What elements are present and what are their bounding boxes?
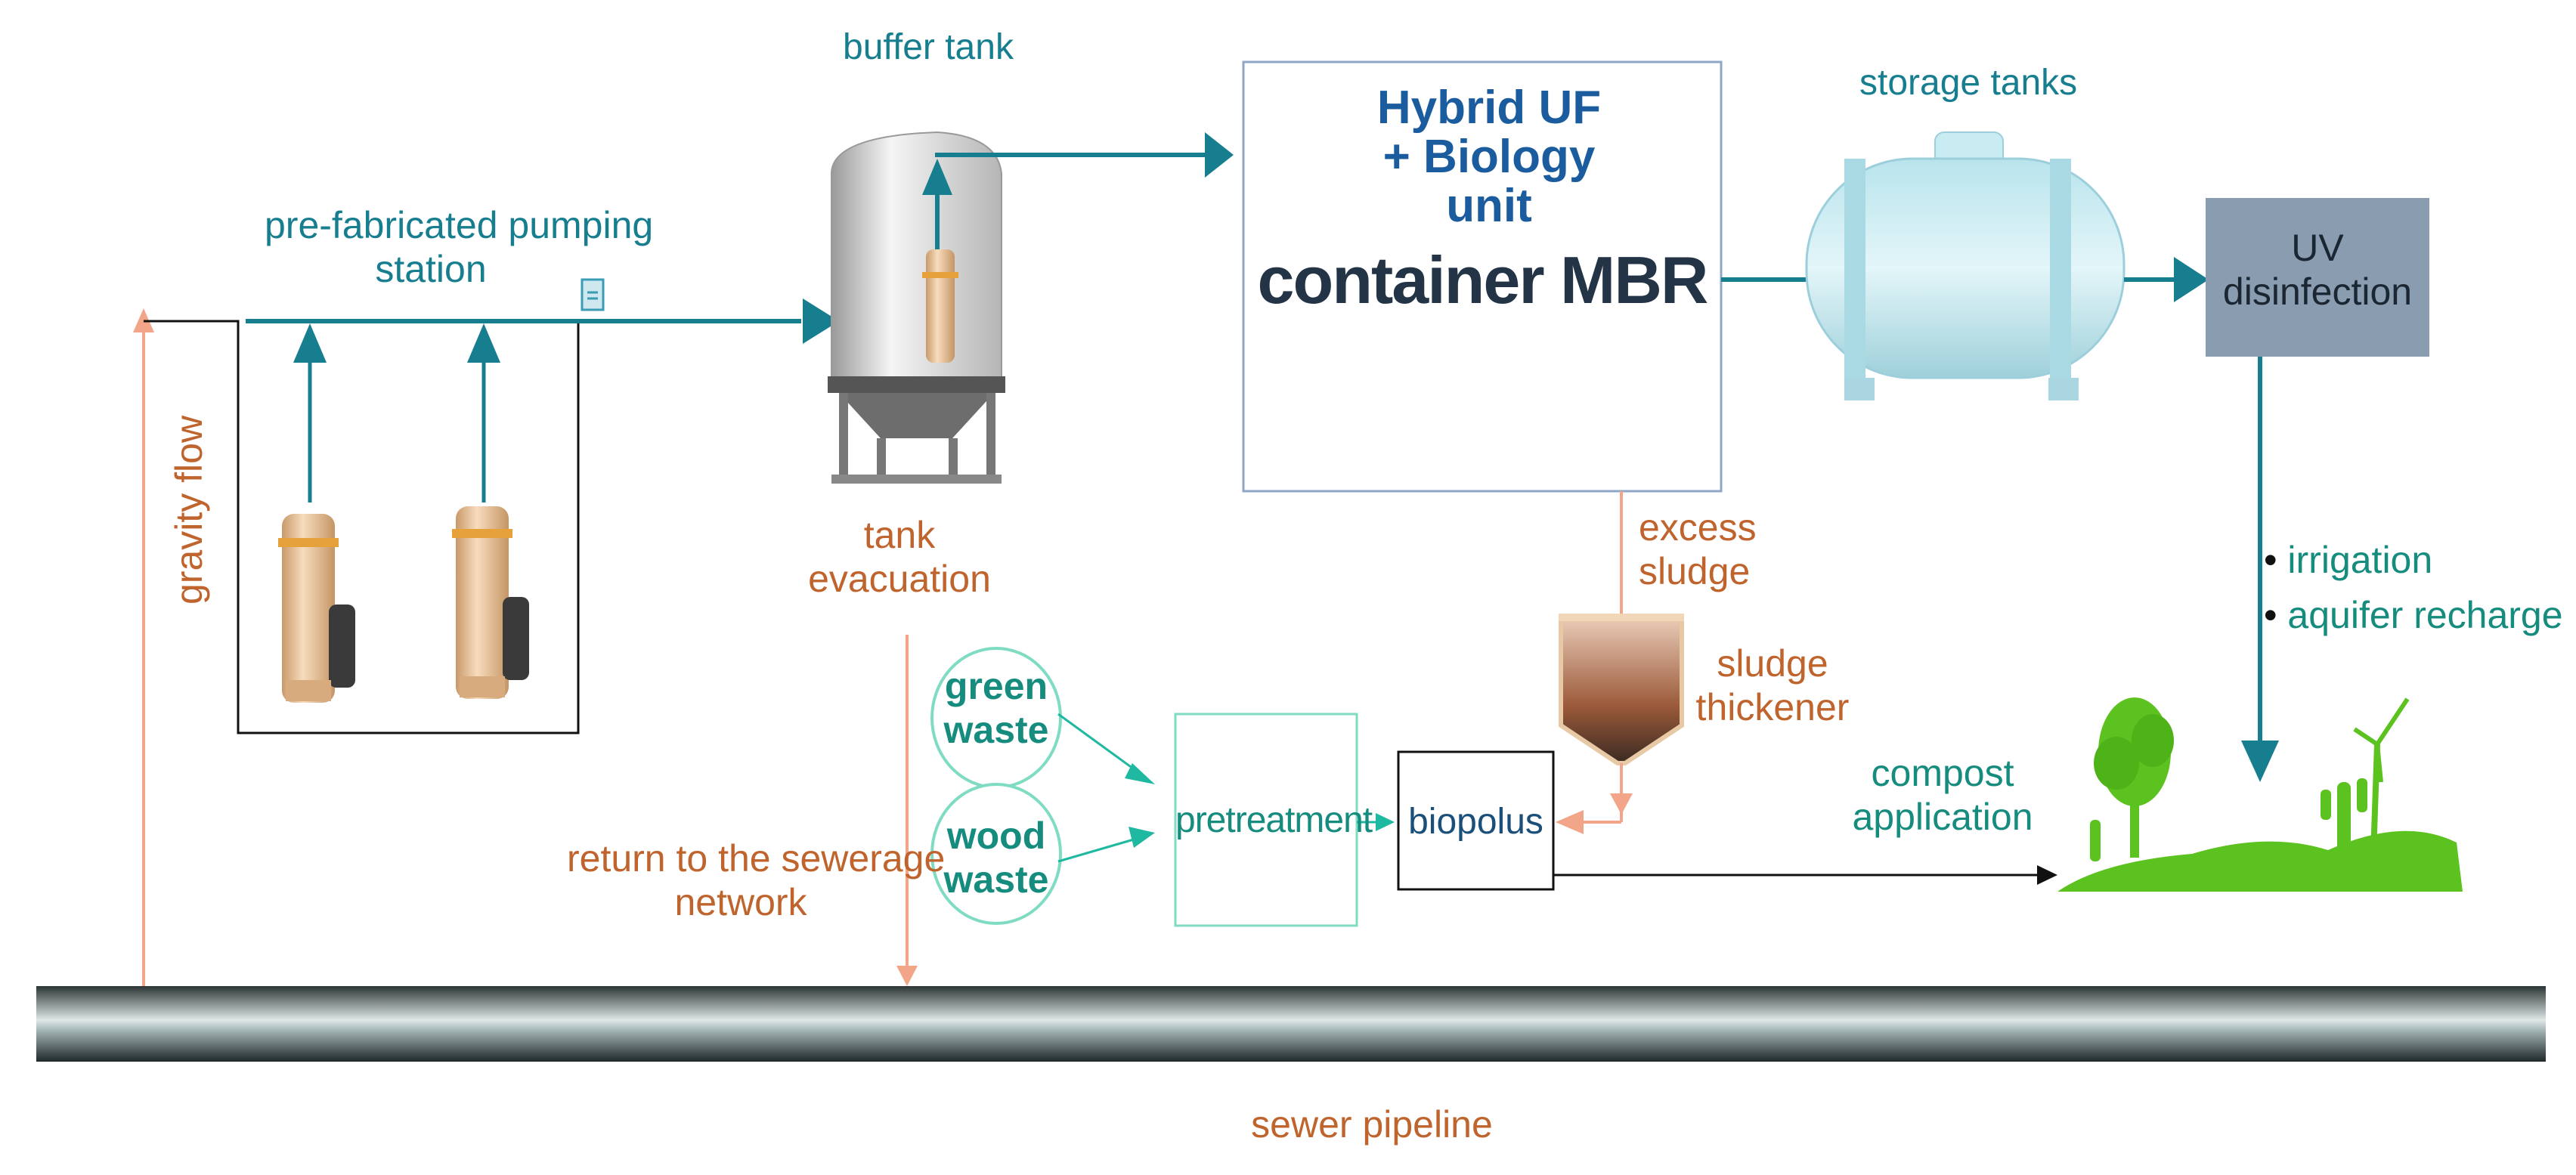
container-mbr-label: container MBR [1257, 243, 1709, 317]
wind-turbine-icon [2370, 744, 2380, 855]
filter-icon [581, 278, 605, 311]
compost-application-label: compost application [1852, 752, 2033, 838]
arrow-to-compost [2037, 865, 2057, 885]
buffer-tank-label: buffer tank [843, 27, 1014, 67]
arrow-to-uv [2174, 257, 2209, 302]
pretreatment-box [1174, 713, 1358, 927]
cactus-icon [2090, 820, 2101, 861]
sewer-pipeline-label: sewer pipeline [1251, 1103, 1493, 1146]
biopolus-box [1397, 750, 1555, 891]
storage-tank-icon [1805, 131, 2126, 400]
pump-icon [452, 506, 529, 699]
gravity-flow-label: gravity flow [168, 415, 210, 605]
buffer-tank-icon [828, 131, 1005, 484]
uv-disinfection-label: UV disinfection [2222, 227, 2413, 313]
uv-disinfection-box [2206, 198, 2429, 357]
biopolus-label: biopolus [1408, 802, 1543, 842]
arrow-to-landscape [2241, 741, 2279, 782]
arrow-to-biopolus [1556, 810, 1584, 834]
pumping-station-label: pre-fabricated pumping station [265, 204, 654, 290]
pretreatment-label: pretreatment [1175, 800, 1373, 840]
arrow-to-mbr [1205, 132, 1234, 178]
storage-tanks-label: storage tanks [1859, 63, 2078, 103]
sludge-thickener-icon [1559, 614, 1684, 765]
sewer-pipe [36, 986, 2546, 1062]
wood-waste-circle [930, 783, 1062, 925]
arrow-to-buffer-tank [803, 298, 839, 344]
return-to-sewerage-label: return to the sewerage network [567, 837, 946, 923]
use-item-aquifer-recharge: • aquifer recharge [2264, 593, 2563, 636]
wood-waste-label: wood waste [943, 815, 1049, 901]
hybrid-uf-label: Hybrid UF + Biology unit [1376, 83, 1602, 233]
green-waste-label: green waste [943, 665, 1049, 751]
tank-evacuation-label: tank evacuation [808, 514, 991, 600]
uses-list: • irrigation • aquifer recharge [2264, 533, 2563, 642]
landscape-icon [2057, 697, 2463, 892]
sludge-thickener-label: sludge thickener [1695, 642, 1850, 728]
use-item-irrigation: • irrigation [2264, 539, 2433, 581]
excess-sludge-label: excess sludge [1639, 506, 1757, 592]
pump-icon [278, 514, 355, 703]
container-mbr-box [1242, 60, 1723, 493]
